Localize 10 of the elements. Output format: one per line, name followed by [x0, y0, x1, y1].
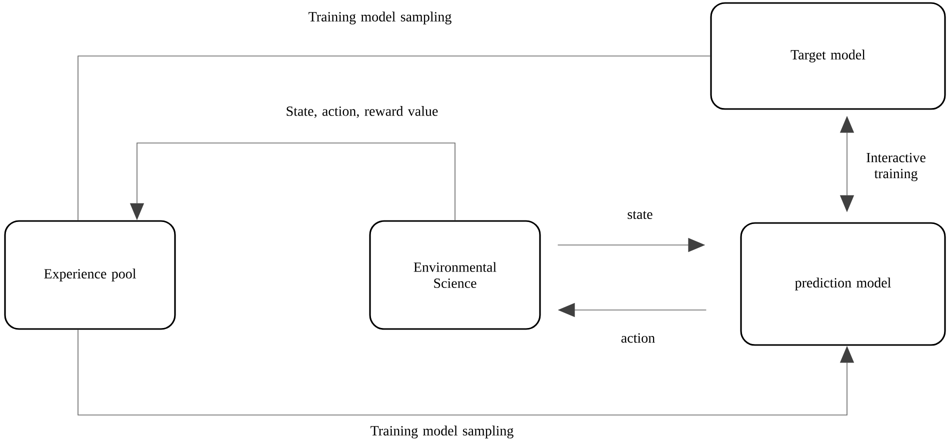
edge-label: Training model sampling [308, 12, 452, 24]
edge-label: Training model sampling [370, 426, 514, 438]
edge-label: state [628, 211, 652, 220]
rounded-box: Experience pool [4, 220, 176, 330]
rounded-box: Target model [710, 2, 946, 110]
rounded-box: prediction model [740, 222, 946, 346]
rounded-box: Environmental Science [369, 220, 541, 330]
edge-label: State, action, reward value [286, 106, 438, 118]
edge-label: action [621, 333, 655, 343]
edge-label: Interactive training [866, 152, 926, 182]
